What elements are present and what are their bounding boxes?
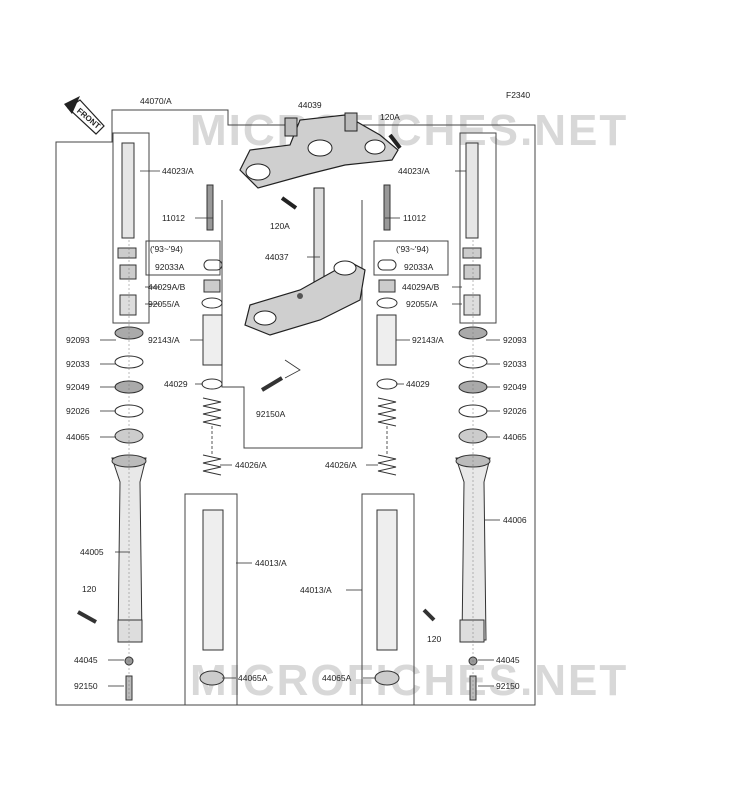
label-92093-left: 92093 xyxy=(66,335,90,345)
label-44026a-left: 44026/A xyxy=(235,460,267,470)
label-92150-left: 92150 xyxy=(74,681,98,691)
label-92093-right: 92093 xyxy=(503,335,527,345)
steering-stem-box xyxy=(221,200,363,449)
right-fork-parts xyxy=(422,142,491,701)
label-44029ab-right: 44029A/B xyxy=(402,282,440,292)
label-92143a-left: 92143/A xyxy=(148,335,180,345)
label-44023a-right: 44023/A xyxy=(398,166,430,176)
label-44065-left: 44065 xyxy=(66,432,90,442)
label-93-94-right: ('93~'94) xyxy=(396,244,429,254)
label-92055a-right: 92055/A xyxy=(406,299,438,309)
label-44065a-right: 44065A xyxy=(322,673,352,683)
label-92049-left: 92049 xyxy=(66,382,90,392)
left-inner-tube-group-box xyxy=(112,132,150,324)
left-center-parts xyxy=(199,184,225,686)
label-92033-left: 92033 xyxy=(66,359,90,369)
label-92150a: 92150A xyxy=(256,409,286,419)
watermark-bottom: MICROFICHES.NET xyxy=(190,656,628,705)
label-44005: 44005 xyxy=(80,547,104,557)
label-44039: 44039 xyxy=(298,100,322,110)
bolt-120a-top xyxy=(388,133,402,150)
year-note-box-right xyxy=(373,240,449,276)
right-center-parts xyxy=(374,184,400,686)
label-92049-right: 92049 xyxy=(503,382,527,392)
label-44026a-right: 44026/A xyxy=(325,460,357,470)
watermark-top: MICROFICHES.NET xyxy=(190,106,628,155)
label-120-right: 120 xyxy=(427,634,441,644)
label-11012-left: 11012 xyxy=(162,213,185,223)
label-92033-right: 92033 xyxy=(503,359,527,369)
label-44037: 44037 xyxy=(265,252,289,262)
label-92026-left: 92026 xyxy=(66,406,90,416)
label-44013a-left: 44013/A xyxy=(255,558,287,568)
upper-fork-bracket xyxy=(239,112,399,189)
label-44029-left: 44029 xyxy=(164,379,188,389)
label-44065-right: 44065 xyxy=(503,432,527,442)
bolt-120a-mid xyxy=(280,196,298,210)
right-damper-box xyxy=(361,493,415,706)
label-92026-right: 92026 xyxy=(503,406,527,416)
label-44023a-left: 44023/A xyxy=(162,166,194,176)
figure-code: F2340 xyxy=(506,90,530,100)
label-44045-right: 44045 xyxy=(496,655,520,665)
label-120a-top: 120A xyxy=(380,112,400,122)
left-damper-box xyxy=(184,493,238,706)
label-92150-right: 92150 xyxy=(496,681,520,691)
steering-stem-lower-bracket xyxy=(244,187,366,336)
label-92033a-right: 92033A xyxy=(404,262,434,272)
left-fork-parts xyxy=(77,142,147,701)
front-arrow-icon: FRONT xyxy=(64,96,105,135)
leader-lines xyxy=(100,170,500,687)
bolt-92150a xyxy=(260,359,301,392)
label-44013a-right: 44013/A xyxy=(300,585,332,595)
year-note-box-left xyxy=(145,240,221,276)
label-44006: 44006 xyxy=(503,515,527,525)
label-44065a-left: 44065A xyxy=(238,673,268,683)
label-120a-mid: 120A xyxy=(270,221,290,231)
label-120-left: 120 xyxy=(82,584,96,594)
label-44070a: 44070/A xyxy=(140,96,172,106)
label-44029-right: 44029 xyxy=(406,379,430,389)
label-44029ab-left: 44029A/B xyxy=(148,282,186,292)
right-inner-tube-group-box xyxy=(459,132,497,324)
part-labels: 44070/A 44039 120A 44023/A 44023/A 11012… xyxy=(66,96,527,691)
label-92055a-left: 92055/A xyxy=(148,299,180,309)
label-44045-left: 44045 xyxy=(74,655,98,665)
label-92033a-left: 92033A xyxy=(155,262,185,272)
label-93-94-left: ('93~'94) xyxy=(150,244,183,254)
label-11012-right: 11012 xyxy=(403,213,426,223)
label-92143a-right: 92143/A xyxy=(412,335,444,345)
